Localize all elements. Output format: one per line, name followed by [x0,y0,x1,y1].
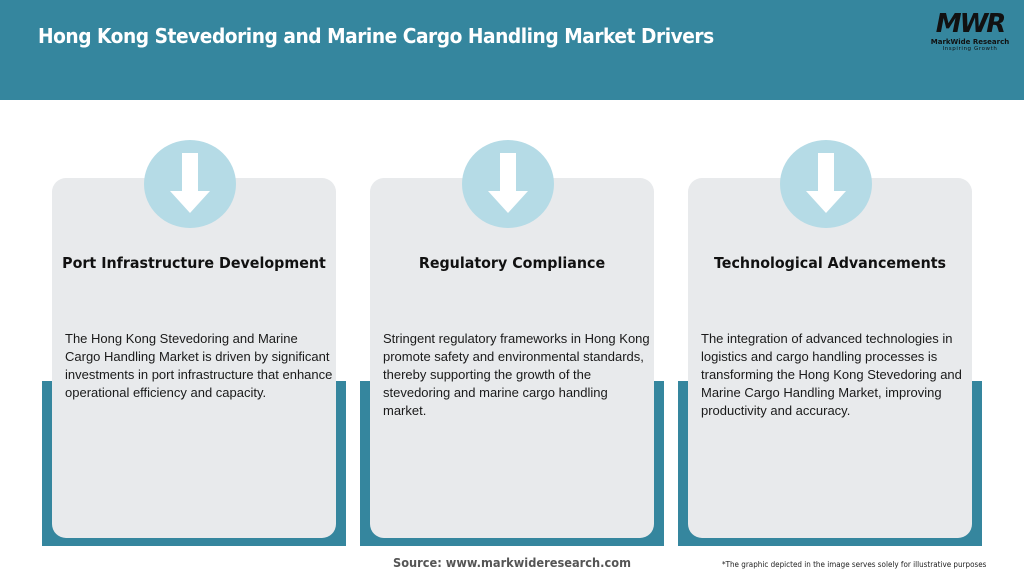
arrow-down-icon [806,153,846,213]
logo-tagline: Inspiring Growth [942,46,998,52]
page-title: Hong Kong Stevedoring and Marine Cargo H… [38,24,714,48]
driver-card-technological-advancements: Technological Advancements The integrati… [678,140,982,550]
arrow-down-icon [170,153,210,213]
card-description: Stringent regulatory frameworks in Hong … [383,331,650,418]
card-description: The Hong Kong Stevedoring and Marine Car… [65,331,333,400]
header-banner: Hong Kong Stevedoring and Marine Cargo H… [0,0,1024,100]
icon-circle [462,140,554,228]
card-title: Technological Advancements [713,254,947,272]
card-panel [52,178,336,538]
icon-circle [144,140,236,228]
card-title: Regulatory Compliance [418,254,606,272]
source-citation: Source: www.markwideresearch.com [393,556,631,570]
card-panel [688,178,972,538]
card-description: The integration of advanced technologies… [701,331,962,418]
logo-name: MarkWide Research [930,38,1010,46]
card-panel [370,178,654,538]
logo-mark: MWR [935,9,1007,39]
arrow-down-icon [488,153,528,213]
card-title: Port Infrastructure Development [62,254,326,272]
logo: MWR MarkWide Research Inspiring Growth [920,10,1020,60]
driver-card-port-infrastructure: Port Infrastructure Development The Hong… [42,140,346,550]
disclaimer-note: *The graphic depicted in the image serve… [722,560,987,569]
driver-card-regulatory-compliance: Regulatory Compliance Stringent regulato… [360,140,664,550]
icon-circle [780,140,872,228]
